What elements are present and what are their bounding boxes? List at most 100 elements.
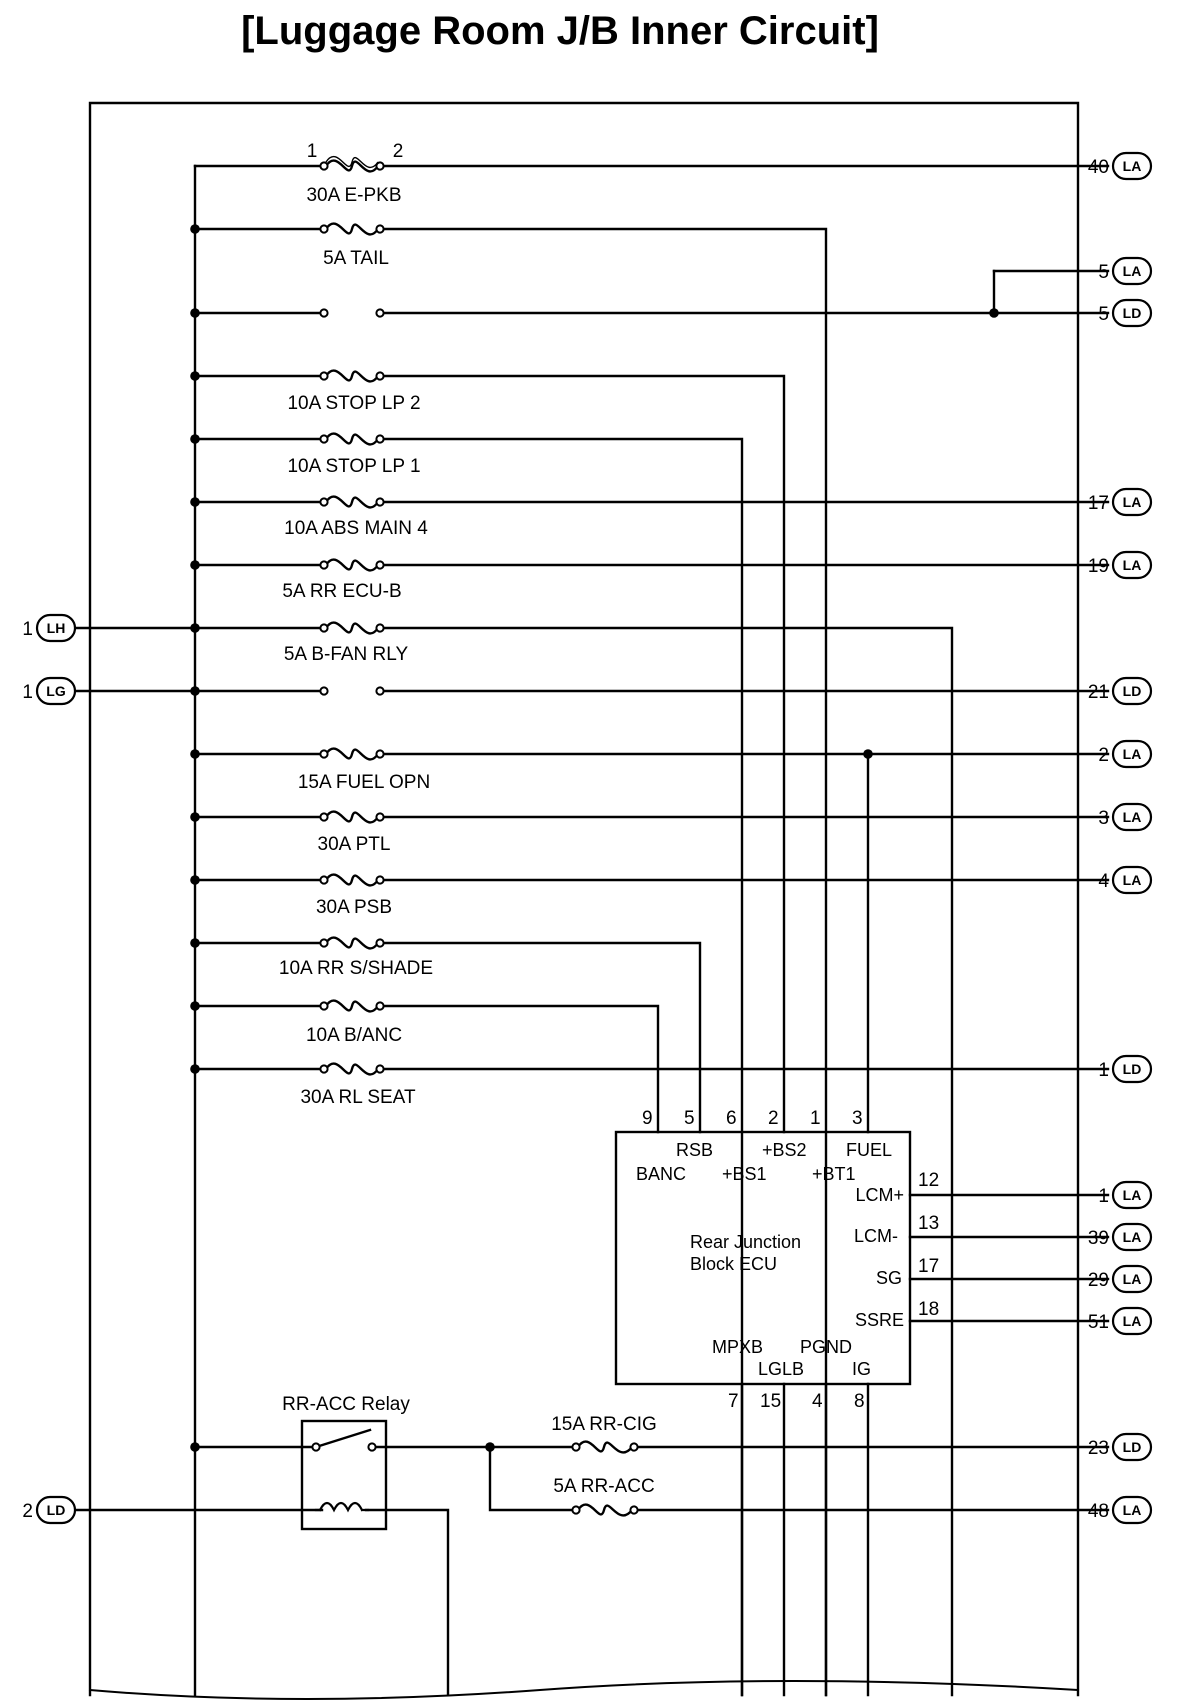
fuse-label-rlseat: 30A RL SEAT	[300, 1087, 416, 1108]
connector-pill	[1111, 1180, 1153, 1210]
connector-code: LD	[1123, 1439, 1142, 1455]
ecu-pin: 8	[854, 1391, 865, 1412]
ecu-label-bs2: +BS2	[762, 1140, 807, 1160]
connector-pill	[1111, 1054, 1153, 1084]
connector-code: LA	[1123, 158, 1142, 174]
ecu-pin: 6	[726, 1108, 737, 1129]
connector-code: LA	[1123, 746, 1142, 762]
fuse-label-psb: 30A PSB	[316, 897, 392, 918]
ecu-pin: 18	[918, 1299, 939, 1320]
ecu-label-ssre: SSRE	[855, 1310, 904, 1330]
fuse-symbol	[325, 159, 379, 173]
ecu-pin: 3	[852, 1108, 863, 1129]
fuse-symbol	[325, 155, 379, 169]
connector-pin: 2	[1098, 745, 1109, 766]
fuse-label-tail: 5A TAIL	[323, 248, 389, 269]
connector-right-7: LA3	[1098, 802, 1153, 832]
connector-code: LD	[1123, 305, 1142, 321]
ecu-pin: 1	[810, 1108, 821, 1129]
connector-right-9: LD1	[1098, 1054, 1153, 1084]
connector-pin: 51	[1088, 1312, 1109, 1333]
ecu-name: Block ECU	[690, 1254, 777, 1274]
connector-pill	[1111, 1306, 1153, 1336]
fuse-label-rrecub: 5A RR ECU-B	[282, 581, 401, 602]
fuse-symbol	[325, 1062, 379, 1076]
ecu-label-fuel: FUEL	[846, 1140, 892, 1160]
fuse-label-rrsshade: 10A RR S/SHADE	[279, 958, 433, 979]
ecu-label-rsb: RSB	[676, 1140, 713, 1160]
connector-right-10: LA1	[1098, 1180, 1153, 1210]
connector-pin: 21	[1088, 682, 1109, 703]
connector-pill	[1111, 739, 1153, 769]
connector-right-2: LD5	[1098, 298, 1153, 328]
fuse-symbol	[325, 432, 379, 446]
junction-block-outline	[88, 101, 1080, 1697]
fuse-symbol	[325, 873, 379, 887]
connector-pin: 39	[1088, 1228, 1109, 1249]
fuse-label-rracc: 5A RR-ACC	[553, 1476, 654, 1497]
fuse-pin-label: 1	[307, 141, 318, 162]
fuse-label-ptl: 30A PTL	[318, 834, 391, 855]
connector-pill	[1111, 1495, 1153, 1525]
connector-pill	[1111, 676, 1153, 706]
fuse-label-absmain4: 10A ABS MAIN 4	[284, 518, 428, 539]
fuse-label-rrcig: 15A RR-CIG	[551, 1414, 657, 1435]
fuse-label-bfanrly: 5A B-FAN RLY	[284, 644, 409, 665]
connector-pill	[35, 676, 77, 706]
fuse-symbol	[325, 222, 379, 236]
connector-pin: 1	[22, 619, 33, 640]
connector-pill	[1111, 802, 1153, 832]
fuse-label-stoplp1: 10A STOP LP 1	[287, 456, 420, 477]
connector-right-0: LA 40	[1088, 151, 1153, 181]
connector-pill	[1111, 256, 1153, 286]
connector-code: LA	[1123, 809, 1142, 825]
connector-code: LA	[1123, 1229, 1142, 1245]
connector-pill	[1111, 865, 1153, 895]
connector-right-11: LA 39	[1088, 1222, 1153, 1252]
fuse-symbol	[325, 558, 379, 572]
ecu-label-lcmm: LCM-	[854, 1226, 898, 1246]
fuse-symbol	[325, 495, 379, 509]
ecu-pin: 15	[760, 1391, 781, 1412]
connector-code: LA	[1123, 872, 1142, 888]
ecu-label-pgnd: PGND	[800, 1337, 852, 1357]
ecu-pin: 7	[728, 1391, 739, 1412]
fuse-symbol	[577, 1503, 633, 1517]
ecu-label-banc: BANC	[636, 1164, 686, 1184]
relay-switch-icon	[314, 1428, 372, 1449]
connector-code: LA	[1123, 1187, 1142, 1203]
connector-pin: 40	[1088, 157, 1109, 178]
fuse-label-epkb: 30A E-PKB	[306, 185, 401, 206]
connector-pill	[1111, 1222, 1153, 1252]
connector-pin: 19	[1088, 556, 1109, 577]
connector-code: LA	[1123, 1313, 1142, 1329]
connector-left-2: LD2	[22, 1495, 77, 1525]
ecu-pin: 4	[812, 1391, 823, 1412]
ecu-pin: 17	[918, 1256, 939, 1277]
fuse-label-fuelopn: 15A FUEL OPN	[298, 772, 430, 793]
diagram-title: [Luggage Room J/B Inner Circuit]	[241, 9, 879, 53]
fuse-symbol	[325, 621, 379, 635]
connector-pill	[1111, 550, 1153, 580]
connector-right-13: LA 51	[1088, 1306, 1153, 1336]
ecu-pin: 13	[918, 1213, 939, 1234]
rear-junction-block-ecu	[614, 1130, 912, 1386]
fuse-label-banc: 10A B/ANC	[306, 1025, 402, 1046]
connector-right-6: LA 2	[1098, 739, 1153, 769]
connector-code: LD	[47, 1502, 66, 1518]
connector-left-0: LH 1	[22, 613, 77, 643]
ecu-pin: 9	[642, 1108, 653, 1129]
connector-pill	[1111, 487, 1153, 517]
ecu-label-sg: SG	[876, 1268, 902, 1288]
fuse-symbol	[325, 369, 379, 383]
connector-code: LH	[47, 620, 66, 636]
connector-pin: 17	[1088, 493, 1109, 514]
connector-right-8: LA4	[1098, 865, 1153, 895]
connector-pill	[35, 613, 77, 643]
connector-pill	[35, 1495, 77, 1525]
connector-pill	[1111, 1264, 1153, 1294]
